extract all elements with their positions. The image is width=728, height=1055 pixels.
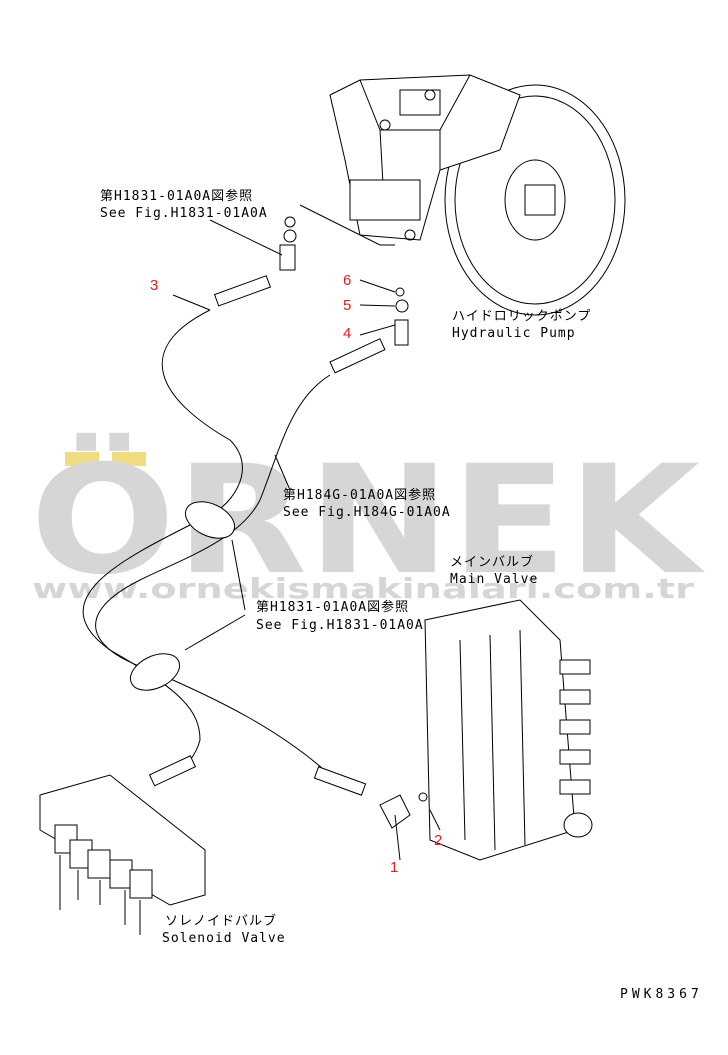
- watermark-url: www.ornekismakinalari.com.tr: [32, 572, 694, 605]
- callout-4: 4: [343, 325, 351, 342]
- callout-2: 2: [434, 832, 442, 849]
- ref-top-jp: 第H1831-01A0A図参照: [100, 188, 253, 204]
- main-valve-drawing: [424, 599, 593, 861]
- pump-label-jp: ハイドロリックポンプ: [452, 309, 591, 324]
- hoses: [82, 216, 428, 829]
- callout-5: 5: [343, 297, 351, 314]
- pump-label-en: Hydraulic Pump: [452, 326, 576, 341]
- ref-low-jp: 第H1831-01A0A図参照: [256, 599, 409, 615]
- solenoid-label-en: Solenoid Valve: [162, 931, 286, 946]
- solenoid-label-jp: ソレノイドバルブ: [165, 913, 277, 929]
- ref-mid-jp: 第H184G-01A0A図参照: [283, 487, 436, 503]
- callout-1: 1: [390, 859, 398, 876]
- solenoid-valve-drawing: [39, 774, 206, 935]
- ref-top-en: See Fig.H1831-01A0A: [100, 206, 268, 221]
- ref-low-en: See Fig.H1831-01A0A: [256, 618, 424, 633]
- ref-mid-en: See Fig.H184G-01A0A: [283, 505, 451, 520]
- main-valve-label-en: Main Valve: [450, 572, 538, 587]
- drawing-code: PWK8367: [620, 987, 703, 1002]
- main-valve-label-jp: メインバルブ: [450, 554, 534, 570]
- leader-lines: [172, 204, 441, 861]
- callout-6: 6: [343, 272, 351, 289]
- hydraulic-pump-drawing: [329, 74, 626, 316]
- watermark-dot: [112, 452, 146, 466]
- watermark-dot: [65, 452, 99, 466]
- watermark: ÖRNEK www.ornekismakinalari.com.tr: [30, 432, 705, 608]
- callout-3: 3: [150, 277, 158, 294]
